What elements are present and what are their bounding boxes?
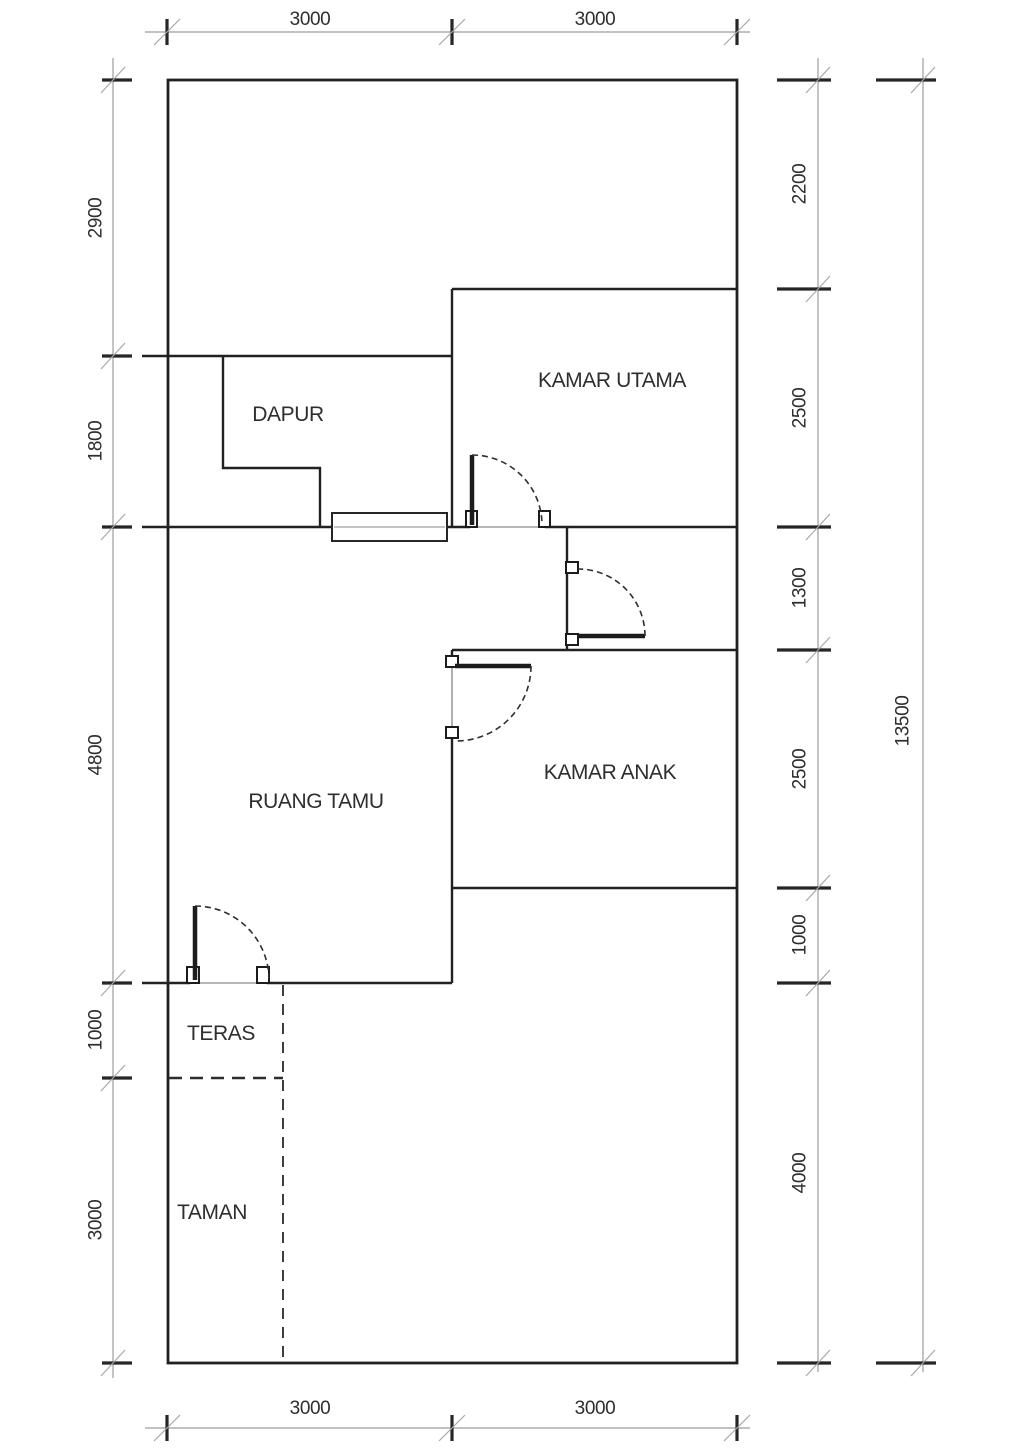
dim-overall-height: 13500 [893,696,914,747]
dim-right-5: 1000 [790,915,811,956]
door-swing-arc [577,568,646,637]
window-symbol [331,512,448,542]
dim-right-4: 2500 [790,749,811,790]
dim-bottom-1: 3000 [290,1398,331,1419]
walls [142,78,739,1365]
outer-wall [166,78,739,1365]
room-label-dapur: DAPUR [252,403,324,426]
door-jamb [445,655,459,668]
door-kamar-utama [465,454,551,528]
dim-bottom-2: 3000 [575,1398,616,1419]
door-jamb [565,561,579,574]
room-label-taman: TAMAN [177,1201,247,1224]
dimension-labels: 3000 3000 3000 3000 2900 1800 4800 1000 … [86,9,914,1419]
room-label-kamar-anak: KAMAR ANAK [544,761,677,784]
dim-left-5: 3000 [86,1200,107,1241]
door-kamar-anak [445,655,532,742]
dim-top-2: 3000 [575,9,616,30]
door-swing-arc [194,905,270,981]
door-bathroom [565,561,646,646]
dim-right-6: 4000 [790,1153,811,1194]
room-labels: DAPUR KAMAR UTAMA RUANG TAMU KAMAR ANAK … [177,369,687,1224]
dim-left-1: 2900 [86,198,107,239]
dimension-ticks [100,18,936,1442]
room-label-teras: TERAS [187,1022,255,1045]
door-jamb [256,966,270,984]
dim-right-2: 2500 [790,388,811,429]
door-swing-arc [455,665,532,742]
door-jamb [565,633,579,646]
wall-dapur-step [221,356,322,527]
room-label-ruang-tamu: RUANG TAMU [248,790,383,813]
door-swing-arc [471,454,543,526]
door-front [186,905,270,984]
dim-left-3: 4800 [86,735,107,776]
outdoor-boundaries [169,985,284,1362]
door-jamb [538,510,551,528]
room-label-kamar-utama: KAMAR UTAMA [538,369,686,392]
dimension-lines [112,31,924,1429]
dim-top-1: 3000 [290,9,331,30]
dim-left-2: 1800 [86,421,107,462]
dim-left-4: 1000 [86,1010,107,1051]
door-jamb [445,726,459,739]
dim-right-3: 1300 [790,568,811,609]
dim-right-1: 2200 [790,164,811,205]
